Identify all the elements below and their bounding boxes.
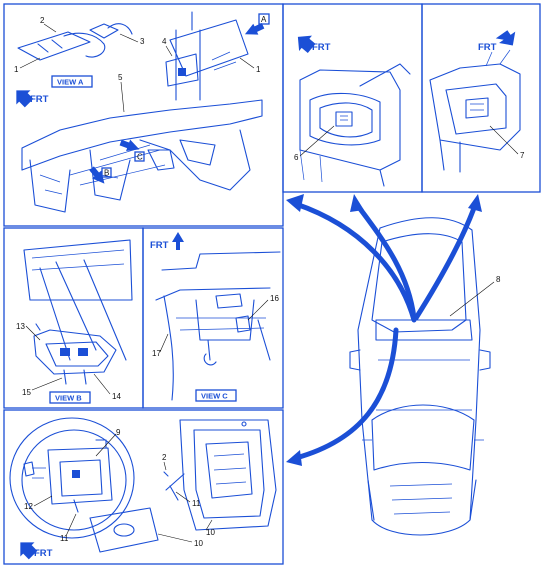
view-b-tag: VIEW B <box>55 394 82 403</box>
instrument-panel-drawing: VIEW A A C B <box>17 11 270 213</box>
frt-arrow-mid-center <box>172 232 184 250</box>
frt-label-bottom-left: FRT <box>34 548 53 559</box>
panel-left-connector <box>282 3 423 193</box>
label-11a: 11 <box>60 534 69 543</box>
label-6: 6 <box>294 153 299 162</box>
label-17: 17 <box>152 349 161 358</box>
label-4: 4 <box>162 37 167 46</box>
view-c-drawing: VIEW C <box>155 251 281 402</box>
frt-label-mid-center: FRT <box>150 240 169 251</box>
label-1b: 1 <box>256 65 261 74</box>
frt-arrow-top-mid <box>297 35 316 54</box>
label-5: 5 <box>118 73 123 82</box>
view-a-tag-box <box>51 75 93 88</box>
callout-b-box <box>101 167 112 178</box>
label-8: 8 <box>496 275 501 284</box>
label-14: 14 <box>112 392 121 401</box>
view-c-tag-box <box>195 389 237 402</box>
label-3: 3 <box>140 37 145 46</box>
frt-label-top-mid: FRT <box>312 42 331 53</box>
callout-c: C <box>137 153 143 162</box>
callout-a: A <box>261 15 267 24</box>
callout-c-box <box>134 151 145 162</box>
pointer-arrows <box>286 194 482 466</box>
view-c-tag: VIEW C <box>201 392 228 401</box>
panel-view-c <box>142 227 284 409</box>
frt-arrow-bottom-left <box>20 542 38 560</box>
left-connector-drawing <box>299 63 411 187</box>
label-16: 16 <box>270 294 279 303</box>
view-b-tag-box <box>49 391 91 404</box>
label-10b: 10 <box>206 528 215 537</box>
right-connector-drawing <box>429 49 521 173</box>
label-10a: 10 <box>194 539 203 548</box>
steering-wheel-drawing <box>9 417 277 553</box>
view-a-tag: VIEW A <box>57 78 84 87</box>
label-11b: 11 <box>192 499 201 508</box>
callout-b: B <box>104 169 109 178</box>
label-2a: 2 <box>40 16 45 25</box>
label-12: 12 <box>24 502 33 511</box>
label-15: 15 <box>22 388 31 397</box>
label-9: 9 <box>116 428 121 437</box>
label-7: 7 <box>520 151 525 160</box>
frt-label-top-right: FRT <box>478 42 497 53</box>
view-b-drawing: VIEW B <box>23 239 133 404</box>
callout-a-box <box>258 13 270 25</box>
frt-label-topleft: FRT <box>30 94 49 105</box>
label-1a: 1 <box>14 65 19 74</box>
frt-arrow-top-right <box>495 30 516 46</box>
car-top-view <box>349 217 491 536</box>
label-13: 13 <box>16 322 25 331</box>
panel-right-connector <box>421 3 541 193</box>
label-2b: 2 <box>162 453 167 462</box>
frt-arrow-topleft <box>16 90 34 108</box>
panel-steering-wheel <box>3 409 284 565</box>
